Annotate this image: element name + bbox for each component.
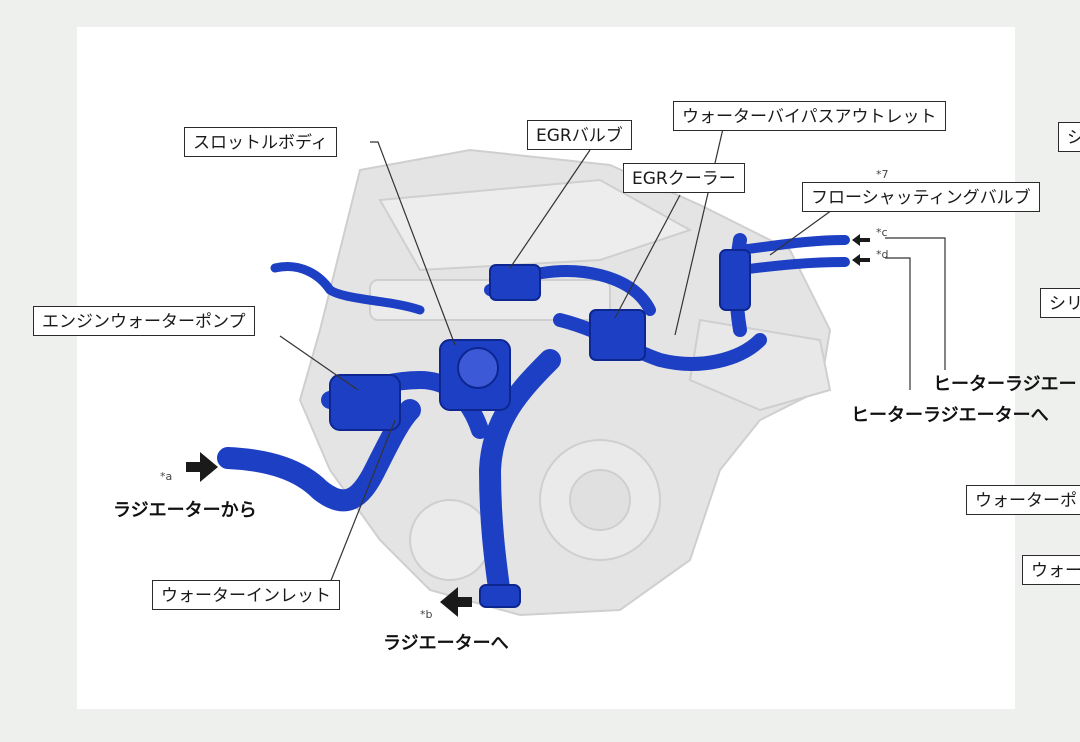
arrow-from-radiator xyxy=(186,452,218,482)
arrow-to-radiator xyxy=(440,587,472,617)
arrow-heater-c xyxy=(852,234,870,246)
label-water-inlet: ウォーターインレット xyxy=(152,580,340,610)
label-cut-right-3: ウォーターポ xyxy=(966,485,1080,515)
mark-seven: *7 xyxy=(876,168,889,181)
heater-hose-1 xyxy=(735,235,850,255)
outlet-end xyxy=(479,584,521,608)
upper-loop-hose xyxy=(270,262,425,315)
flow-to-radiator: ラジエーターへ xyxy=(383,633,509,654)
radiator-inlet-hose xyxy=(217,399,421,512)
flow-valve-shape xyxy=(719,249,751,311)
label-cut-right-2: シリ xyxy=(1040,288,1080,318)
egr-cooler-shape xyxy=(589,309,646,361)
mark-c: *c xyxy=(876,226,888,239)
flow-arrows xyxy=(186,234,870,617)
mark-b: *b xyxy=(420,608,433,621)
label-egr-cooler: EGRクーラー xyxy=(623,163,745,193)
coolant-components xyxy=(329,249,751,608)
label-engine-water-pump: エンジンウォーターポンプ xyxy=(33,306,255,336)
label-egr-valve: EGRバルブ xyxy=(527,120,632,150)
arrow-heater-d xyxy=(852,254,870,266)
mark-a: *a xyxy=(160,470,173,483)
water-pump-shape xyxy=(329,374,401,431)
label-cut-right-4: ウォー xyxy=(1022,555,1080,585)
heater-hose-2 xyxy=(735,257,850,275)
leader-lines xyxy=(279,119,946,584)
label-throttle-body: スロットルボディ xyxy=(184,127,337,157)
mark-d: *d xyxy=(876,248,889,261)
flow-to-heater-radiator-2: ヒーターラジエーターへ xyxy=(851,405,1049,426)
label-water-bypass-outlet: ウォーターバイパスアウトレット xyxy=(673,101,946,131)
egr-valve-shape xyxy=(489,264,541,301)
label-flow-shutting-valve: フローシャッティングバルブ xyxy=(802,182,1040,212)
flow-to-heater-radiator-1: ヒーターラジエー xyxy=(933,374,1077,395)
flow-from-radiator: ラジエーターから xyxy=(113,500,257,521)
label-cut-right-1: シ xyxy=(1058,122,1080,152)
radiator-outlet-hose xyxy=(479,349,561,606)
